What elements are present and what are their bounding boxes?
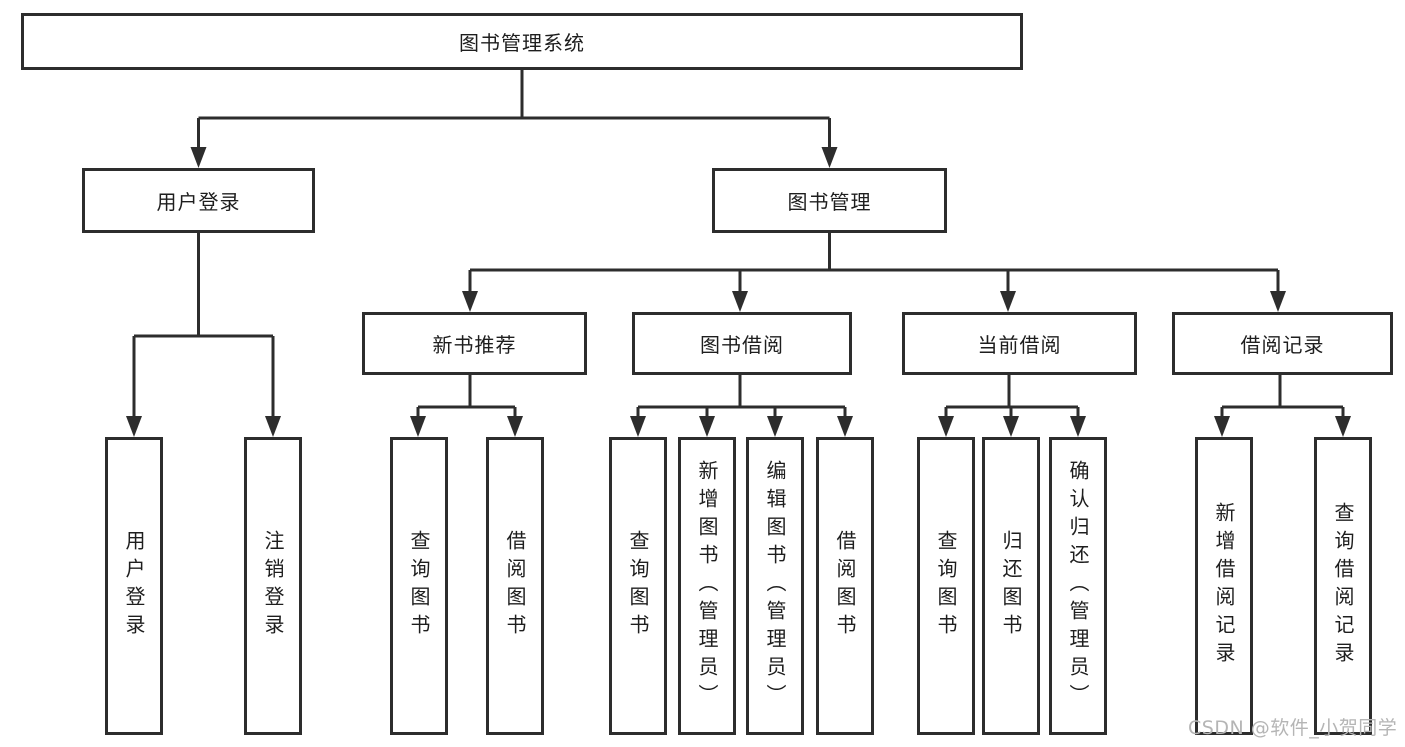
- leaf-borrow-books-recommend: 借阅图书: [486, 437, 544, 735]
- arrow-down-icon: [410, 416, 426, 437]
- arrow-down-icon: [190, 147, 207, 168]
- leaf-query-books-current: 查询图书: [917, 437, 975, 735]
- arrow-down-icon: [767, 416, 783, 437]
- leaf-borrow-books: 借阅图书: [816, 437, 874, 735]
- node-book-management: 图书管理: [712, 168, 947, 233]
- leaf-query-books-recommend: 查询图书: [390, 437, 448, 735]
- csdn-watermark: CSDN @软件_小贺同学: [1188, 717, 1398, 739]
- node-user-login: 用户登录: [82, 168, 315, 233]
- leaf-query-borrow-record: 查询借阅记录: [1314, 437, 1372, 735]
- arrow-down-icon: [938, 416, 954, 437]
- leaf-add-book-admin: 新增图书（管理员）: [678, 437, 736, 735]
- arrow-down-icon: [265, 416, 281, 437]
- arrow-down-icon: [1003, 416, 1019, 437]
- arrow-down-icon: [837, 416, 853, 437]
- leaf-add-borrow-record: 新增借阅记录: [1195, 437, 1253, 735]
- arrow-down-icon: [630, 416, 646, 437]
- leaf-logout: 注销登录: [244, 437, 302, 735]
- node-library-management-system: 图书管理系统: [21, 13, 1023, 70]
- node-book-borrowing: 图书借阅: [632, 312, 852, 375]
- arrow-down-icon: [1270, 291, 1286, 312]
- arrow-down-icon: [126, 416, 142, 437]
- arrow-heads: [126, 147, 1351, 437]
- leaf-return-book: 归还图书: [982, 437, 1040, 735]
- arrow-down-icon: [732, 291, 748, 312]
- tree-edges: [132, 70, 1345, 421]
- node-borrowing-records: 借阅记录: [1172, 312, 1393, 375]
- edge-trunks: [132, 70, 1345, 421]
- leaf-edit-book-admin: 编辑图书（管理员）: [746, 437, 804, 735]
- arrow-down-icon: [821, 147, 838, 168]
- arrow-down-icon: [1335, 416, 1351, 437]
- arrow-down-icon: [462, 291, 478, 312]
- leaf-query-books-borrow: 查询图书: [609, 437, 667, 735]
- arrow-down-icon: [1070, 416, 1086, 437]
- leaf-user-login: 用户登录: [105, 437, 163, 735]
- arrow-down-icon: [699, 416, 715, 437]
- arrow-down-icon: [507, 416, 523, 437]
- node-current-borrowing: 当前借阅: [902, 312, 1137, 375]
- leaf-confirm-return-admin: 确认归还（管理员）: [1049, 437, 1107, 735]
- node-new-book-recommendation: 新书推荐: [362, 312, 587, 375]
- arrow-down-icon: [1000, 291, 1016, 312]
- arrow-down-icon: [1214, 416, 1230, 437]
